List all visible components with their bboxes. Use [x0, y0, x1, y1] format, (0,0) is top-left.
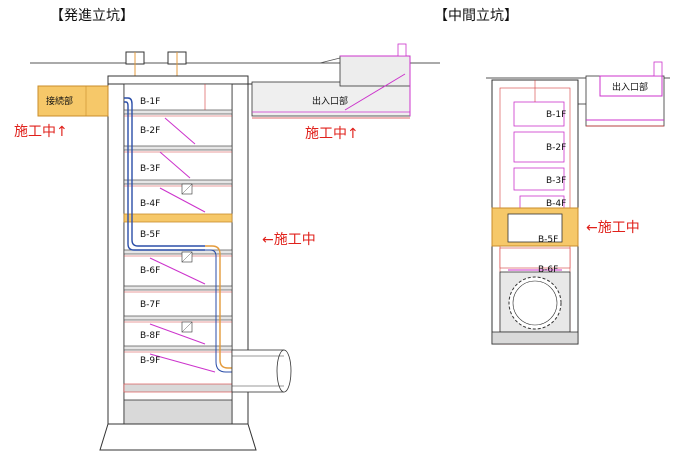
intermediate-floor-label: B-2F — [546, 143, 566, 153]
intermediate-shaft-title: 【中間立坑】 — [434, 8, 518, 24]
connection-section — [37, 85, 109, 117]
departure-floor-label: B-1F — [140, 97, 160, 107]
entrance-left-label: 出入口部 — [312, 95, 348, 107]
departure-floor-label: B-5F — [140, 230, 160, 240]
entrance-right-label: 出入口部 — [612, 81, 648, 93]
intermediate-floor-label: B-3F — [546, 176, 566, 186]
departure-floor-label: B-8F — [140, 331, 160, 341]
intermediate-floor-label: B-1F — [546, 110, 566, 120]
departure-floor-label: B-9F — [140, 356, 160, 366]
departure-floor-label: B-6F — [140, 266, 160, 276]
intermediate-floor-label: B-6F — [538, 265, 558, 275]
departure-shaft: B-1F B-2F B-3F B-4F B-5F B-6F B-7F B-8F … — [14, 43, 440, 451]
entrance-status: 施工中↑ — [305, 126, 359, 142]
departure-shaft-title: 【発進立坑】 — [50, 8, 134, 24]
departure-b5f-status: ←施工中 — [262, 232, 316, 248]
intermediate-b5f-status: ←施工中 — [586, 220, 640, 236]
connection-status: 施工中↑ — [14, 124, 68, 140]
intermediate-floor-label: B-5F — [538, 235, 558, 245]
intermediate-floor-label: B-4F — [546, 199, 566, 209]
connection-label: 接続部 — [46, 95, 73, 107]
departure-entrance-structure: 出入口部 — [248, 43, 411, 119]
departure-floor-label: B-3F — [140, 164, 160, 174]
departure-floor-label: B-4F — [140, 199, 160, 209]
departure-floor-label: B-7F — [140, 300, 160, 310]
departure-b5f-construction-slab — [123, 213, 233, 223]
departure-floor-label: B-2F — [140, 126, 160, 136]
intermediate-shaft: 出入口部 B-1F B-2F B-3F B-4F B-5F B-6F ←施工中 — [486, 61, 670, 345]
